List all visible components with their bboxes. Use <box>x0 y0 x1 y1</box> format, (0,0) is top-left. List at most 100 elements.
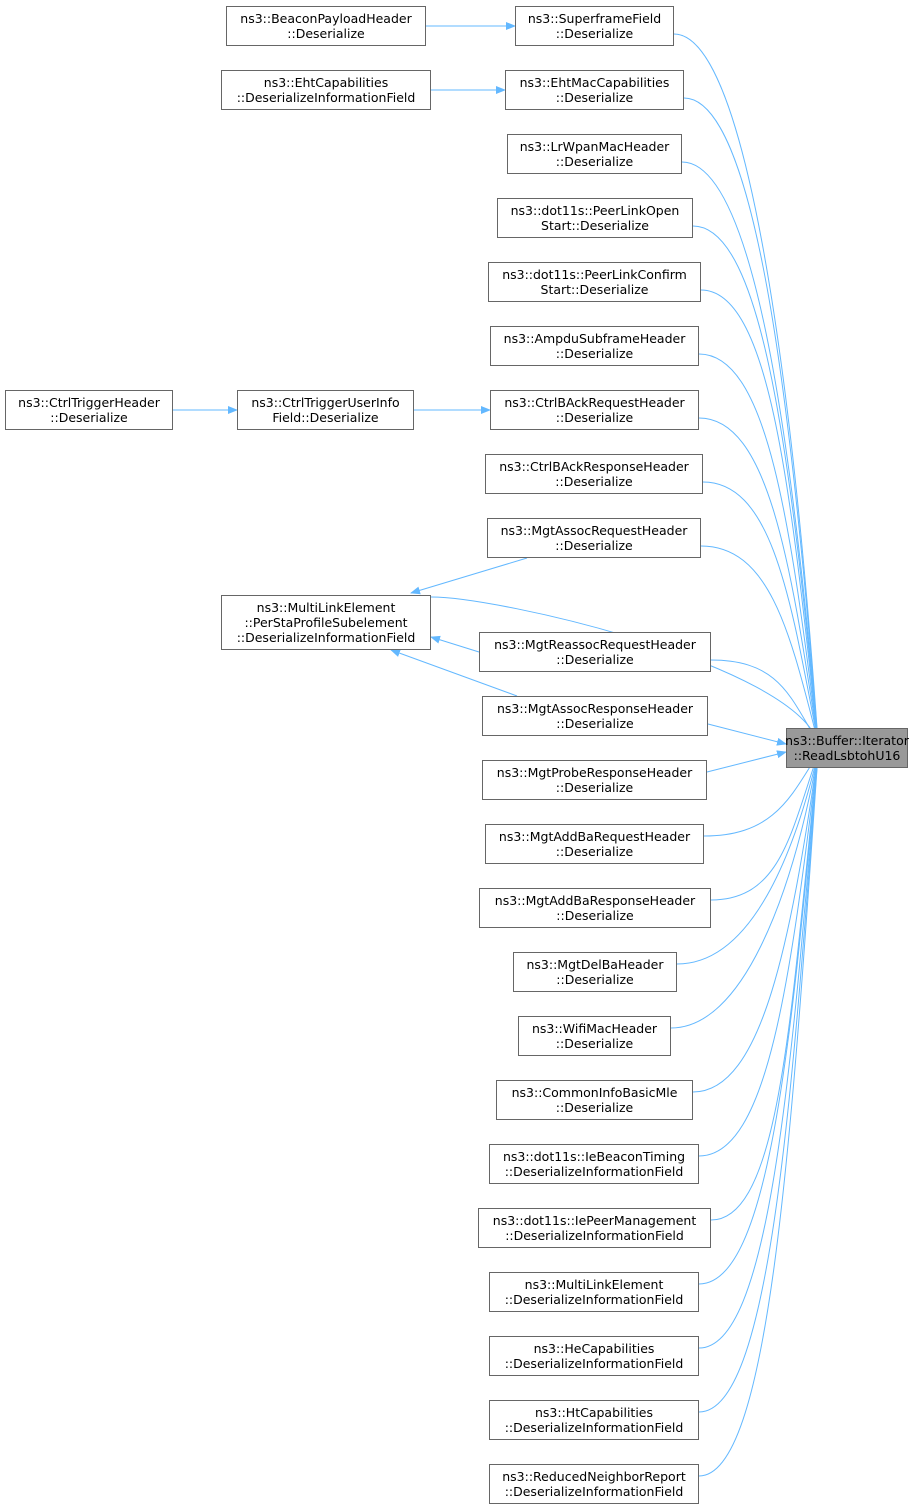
edge-assoc-resp-to-mle-persta <box>390 649 518 697</box>
node-label-line: ::Deserialize <box>556 716 634 731</box>
edge-wifimac-to-target <box>670 753 821 1029</box>
node-superframe[interactable]: ns3::SuperframeField::Deserialize <box>515 6 674 46</box>
node-label-line: ns3::MgtAssocRequestHeader <box>500 523 688 538</box>
node-label-line: ::Deserialize <box>287 26 365 41</box>
node-label-line: ns3::dot11s::IeBeaconTiming <box>502 1149 686 1164</box>
node-beacontiming[interactable]: ns3::dot11s::IeBeaconTiming::Deserialize… <box>489 1144 699 1184</box>
node-label-line: ::Deserialize <box>556 652 634 667</box>
edge-assoc-req-to-mle-persta <box>410 557 528 595</box>
node-label-line: ::PerStaProfileSubelement <box>244 615 408 630</box>
node-label-line: ns3::HtCapabilities <box>534 1405 654 1420</box>
node-label-line: ns3::MgtAddBaResponseHeader <box>494 893 696 908</box>
edge-superframe-to-target <box>673 33 822 743</box>
node-label-line: ::Deserialize <box>555 346 634 361</box>
edge-eht-mac-to-target <box>683 97 822 743</box>
node-addba-req[interactable]: ns3::MgtAddBaRequestHeader::Deserialize <box>485 824 704 864</box>
node-label-line: ::ReadLsbtohU16 <box>793 748 901 763</box>
node-label-line: ::Deserialize <box>50 410 128 425</box>
node-wifimac[interactable]: ns3::WifiMacHeader::Deserialize <box>518 1016 671 1056</box>
node-label-line: ns3::EhtCapabilities <box>263 75 389 90</box>
node-label-line: ns3::EhtMacCapabilities <box>519 75 670 90</box>
node-label-line: ns3::dot11s::IePeerManagement <box>492 1213 697 1228</box>
node-label-line: ::Deserialize <box>555 410 634 425</box>
edge-delba-to-target <box>676 753 820 965</box>
node-label-line: ::DeserializeInformationField <box>236 90 416 105</box>
edge-plo-to-target <box>692 225 822 743</box>
node-trig-hdr[interactable]: ns3::CtrlTriggerHeader::Deserialize <box>5 390 173 430</box>
node-label-line: ::Deserialize <box>555 26 634 41</box>
node-label-line: ::DeserializeInformationField <box>504 1484 684 1499</box>
edge-addba-req-to-target <box>703 753 819 837</box>
edge-plc-to-target <box>700 289 821 743</box>
node-label-line: ::Deserialize <box>556 972 634 987</box>
node-label-line: ns3::MultiLinkElement <box>256 600 396 615</box>
node-label-line: ns3::CommonInfoBasicMle <box>511 1085 678 1100</box>
node-commoninfo[interactable]: ns3::CommonInfoBasicMle::Deserialize <box>496 1080 693 1120</box>
edge-rnr-to-target <box>698 753 822 1477</box>
node-label-line: ns3::CtrlTriggerUserInfo <box>251 395 400 410</box>
node-label-line: ::DeserializeInformationField <box>504 1164 684 1179</box>
node-lrwpan[interactable]: ns3::LrWpanMacHeader::Deserialize <box>507 134 682 174</box>
node-htcap[interactable]: ns3::HtCapabilities::DeserializeInformat… <box>489 1400 699 1440</box>
node-label-line: ns3::MultiLinkElement <box>524 1277 664 1292</box>
node-back-req[interactable]: ns3::CtrlBAckRequestHeader::Deserialize <box>490 390 699 430</box>
node-label-line: ::Deserialize <box>555 154 634 169</box>
edge-addba-resp-to-target <box>710 753 819 901</box>
node-label-line: ns3::Buffer::Iterator <box>785 733 909 748</box>
node-label-line: ::DeserializeInformationField <box>505 1228 684 1243</box>
node-back-resp[interactable]: ns3::CtrlBAckResponseHeader::Deserialize <box>485 454 703 494</box>
node-label-line: ::DeserializeInformationField <box>504 1356 684 1371</box>
node-label-line: ns3::LrWpanMacHeader <box>519 139 670 154</box>
node-addba-resp[interactable]: ns3::MgtAddBaResponseHeader::Deserialize <box>479 888 711 928</box>
node-delba[interactable]: ns3::MgtDelBaHeader::Deserialize <box>513 952 677 992</box>
node-label-line: ns3::AmpduSubframeHeader <box>503 331 686 346</box>
node-label-line: ::Deserialize <box>555 90 634 105</box>
node-label-line: Field::Deserialize <box>272 410 379 425</box>
node-mle-persta[interactable]: ns3::MultiLinkElement::PerStaProfileSube… <box>221 595 431 650</box>
node-rnr[interactable]: ns3::ReducedNeighborReport::DeserializeI… <box>489 1464 699 1504</box>
node-beaconpayload[interactable]: ns3::BeaconPayloadHeader::Deserialize <box>226 6 426 46</box>
node-label-line: Start::Deserialize <box>541 218 649 233</box>
node-label-line: ns3::MgtAddBaRequestHeader <box>498 829 691 844</box>
node-label-line: ::Deserialize <box>555 844 634 859</box>
node-eht-mac[interactable]: ns3::EhtMacCapabilities::Deserialize <box>505 70 684 110</box>
node-label-line: ns3::CtrlBAckRequestHeader <box>504 395 685 410</box>
node-label-line: ns3::CtrlTriggerHeader <box>18 395 160 410</box>
node-hecap[interactable]: ns3::HeCapabilities::DeserializeInformat… <box>489 1336 699 1376</box>
node-label-line: ns3::HeCapabilities <box>533 1341 655 1356</box>
node-label-line: ns3::MgtDelBaHeader <box>526 957 664 972</box>
node-label-line: ::Deserialize <box>556 908 634 923</box>
node-peermgmt[interactable]: ns3::dot11s::IePeerManagement::Deseriali… <box>478 1208 711 1248</box>
node-ampdu[interactable]: ns3::AmpduSubframeHeader::Deserialize <box>490 326 699 366</box>
node-label-line: ns3::MgtProbeResponseHeader <box>496 765 693 780</box>
node-assoc-resp[interactable]: ns3::MgtAssocResponseHeader::Deserialize <box>482 696 708 736</box>
node-label-line: Start::Deserialize <box>540 282 649 297</box>
node-label-line: ns3::SuperframeField <box>527 11 662 26</box>
node-label-line: ns3::MgtAssocResponseHeader <box>496 701 694 716</box>
edge-ampdu-to-target <box>698 353 821 743</box>
edge-back-resp-to-target <box>702 481 821 743</box>
node-label-line: ::DeserializeInformationField <box>504 1420 684 1435</box>
target-node: ns3::Buffer::Iterator::ReadLsbtohU16 <box>785 728 909 768</box>
node-label-line: ::Deserialize <box>555 780 634 795</box>
node-label-line: ns3::BeaconPayloadHeader <box>240 11 412 26</box>
node-probe-resp[interactable]: ns3::MgtProbeResponseHeader::Deserialize <box>482 760 707 800</box>
edge-beacontiming-to-target <box>698 753 821 1157</box>
node-ehtcap[interactable]: ns3::EhtCapabilities::DeserializeInforma… <box>221 70 431 110</box>
node-label-line: ::Deserialize <box>555 1100 634 1115</box>
node-mle[interactable]: ns3::MultiLinkElement::DeserializeInform… <box>489 1272 699 1312</box>
node-label-line: ::Deserialize <box>555 474 633 489</box>
node-assoc-req[interactable]: ns3::MgtAssocRequestHeader::Deserialize <box>487 518 701 558</box>
edge-back-req-to-target <box>698 417 821 743</box>
node-reassoc-req[interactable]: ns3::MgtReassocRequestHeader::Deserializ… <box>479 632 711 672</box>
node-label-line: ns3::CtrlBAckResponseHeader <box>499 459 689 474</box>
node-label-line: ::DeserializeInformationField <box>504 1292 684 1307</box>
edge-assoc-req-to-target <box>700 545 820 743</box>
node-label-line: ns3::dot11s::PeerLinkOpen <box>510 203 680 218</box>
node-label-line: ::DeserializeInformationField <box>236 630 416 645</box>
